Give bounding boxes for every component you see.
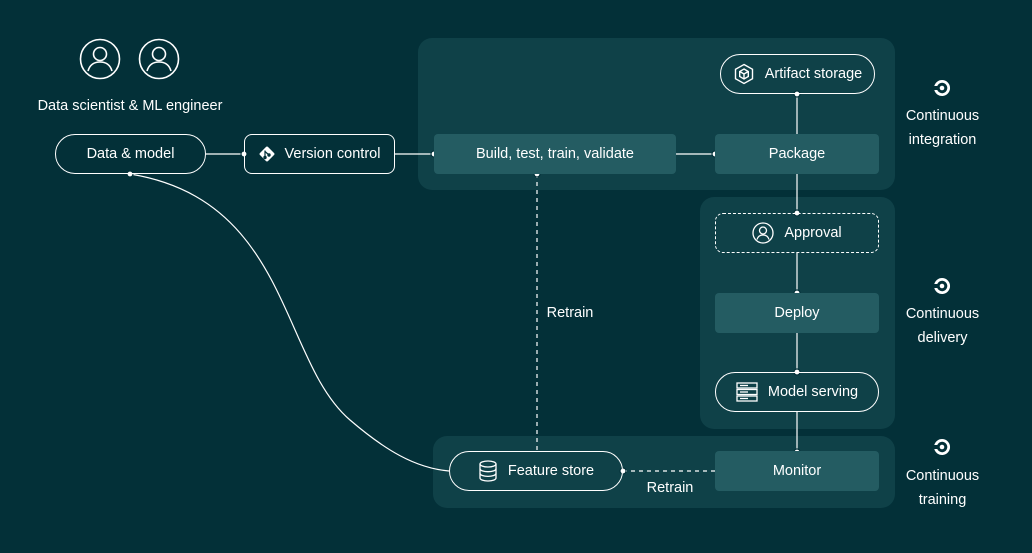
node-label: Package <box>768 146 826 162</box>
node-monitor[interactable]: Monitor <box>715 451 879 491</box>
git-icon <box>259 146 275 162</box>
persona-icon-2 <box>138 38 180 85</box>
stage-ci-line2: integration <box>908 132 977 148</box>
user-circle-icon <box>138 38 180 80</box>
circleci-icon <box>934 277 951 294</box>
node-build-test-train-validate[interactable]: Build, test, train, validate <box>434 134 676 174</box>
edge-label-retrain-horizontal: Retrain <box>646 480 694 496</box>
stage-cd-line2: delivery <box>917 330 968 346</box>
circleci-icon <box>934 79 951 96</box>
node-label: Version control <box>284 146 381 162</box>
node-label: Artifact storage <box>764 66 863 82</box>
node-feature-store[interactable]: Feature store <box>449 451 623 491</box>
node-data-model[interactable]: Data & model <box>55 134 206 174</box>
node-label: Build, test, train, validate <box>476 146 634 162</box>
user-circle-icon <box>752 222 775 244</box>
stage-ci-line1: Continuous <box>905 108 980 124</box>
stage-ct-line2: training <box>918 492 967 508</box>
node-label: Deploy <box>774 305 820 321</box>
node-model-serving[interactable]: Model serving <box>715 372 879 412</box>
personas-caption: Data scientist & ML engineer <box>37 98 223 114</box>
node-package[interactable]: Package <box>715 134 879 174</box>
server-rack-icon <box>736 382 758 402</box>
user-circle-icon <box>79 38 121 80</box>
edge-label-retrain-vertical: Retrain <box>546 305 594 321</box>
stage-ct-line1: Continuous <box>905 468 980 484</box>
node-label: Monitor <box>772 463 822 479</box>
node-deploy[interactable]: Deploy <box>715 293 879 333</box>
persona-icon-1 <box>79 38 121 85</box>
node-label: Feature store <box>507 463 595 479</box>
dot <box>793 90 801 98</box>
stage-cd-line1: Continuous <box>905 306 980 322</box>
node-label: Data & model <box>86 146 175 162</box>
node-label: Model serving <box>767 384 859 400</box>
node-approval[interactable]: Approval <box>715 213 879 253</box>
circleci-icon <box>934 438 951 455</box>
node-artifact-storage[interactable]: Artifact storage <box>720 54 875 94</box>
edge-data-to-featurestore <box>129 173 450 472</box>
node-version-control[interactable]: Version control <box>244 134 395 174</box>
dot <box>126 170 134 178</box>
node-label: Approval <box>784 225 842 241</box>
database-icon <box>478 460 498 482</box>
package-hexagon-icon <box>733 63 755 85</box>
